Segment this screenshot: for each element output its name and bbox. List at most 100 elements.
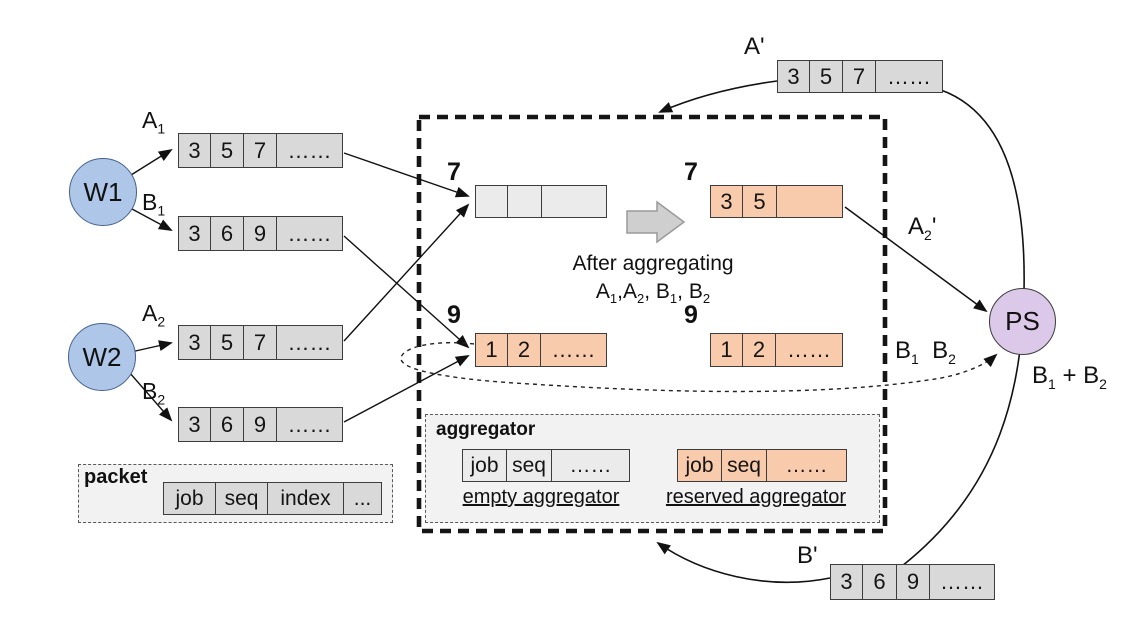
arrow-b2-to-aggregator9 (343, 355, 470, 423)
aggregator-legend-title: aggregator (436, 419, 536, 440)
packet-legend-title: packet (84, 466, 148, 488)
seg: B (918, 337, 949, 364)
cell: …… (876, 60, 943, 93)
label-a-prime: A' (744, 33, 765, 60)
cell: 2 (743, 333, 776, 367)
label-a1: A1 (142, 107, 165, 137)
cap-seg: 2 (637, 291, 645, 307)
cell: 5 (211, 325, 244, 360)
worker-node-w2: W2 (68, 323, 136, 391)
seg: ' (931, 213, 937, 240)
cap-seg: 1 (669, 291, 678, 307)
aggregator7-before-row (475, 185, 607, 218)
seg: A (908, 213, 925, 240)
arrow-w2-to-b2 (128, 371, 173, 422)
cell: …… (552, 449, 630, 482)
cell: 5 (810, 60, 843, 93)
cell: …… (277, 325, 343, 360)
cell: 6 (863, 564, 897, 600)
worker-w1-label: W1 (83, 176, 123, 207)
slot9-before-number: 9 (447, 301, 461, 329)
cell: 1 (475, 333, 508, 367)
packet-row-a1: 3 5 7 …… (178, 133, 343, 168)
packet-legend-row: job seq index ... (163, 482, 382, 515)
aggregated-tensors-caption: A1,A2, B1, B2 (535, 280, 771, 306)
seg: B (895, 337, 912, 364)
label-b2-base: B (142, 378, 158, 404)
slot9-after-number: 9 (684, 301, 698, 329)
cell: 6 (211, 216, 244, 251)
cell: job (677, 449, 722, 482)
reserved-aggregator-caption: reserved aggregator (665, 486, 847, 508)
cap-seg: 1 (609, 291, 618, 307)
label-b2-sub: 2 (157, 391, 166, 408)
seg: + B (1055, 362, 1100, 389)
aggregator9-after-row: 1 2 …… (710, 333, 843, 367)
arrow-bprime-into-switch (656, 541, 831, 584)
aggregator7-after-row: 3 5 (710, 185, 843, 218)
packet-row-a2: 3 5 7 …… (178, 325, 343, 360)
ps-label: PS (1005, 306, 1040, 336)
arrow-a2-to-aggregator7 (343, 203, 470, 342)
worker-w2-label: W2 (82, 341, 122, 372)
arrow-w1-to-b1 (131, 208, 173, 231)
label-a2-sub: 2 (157, 313, 166, 330)
arrow-b1-to-aggregator9 (343, 235, 470, 349)
label-b1-sub: 1 (157, 202, 166, 219)
cap-seg: ,A (617, 280, 637, 303)
cell: …… (541, 333, 607, 367)
seg: B (1032, 362, 1049, 389)
cell: …… (277, 133, 343, 168)
cell: …… (277, 407, 343, 442)
cell (508, 185, 542, 218)
cell: index (268, 482, 344, 515)
cell: 7 (244, 133, 277, 168)
cell: 9 (244, 216, 277, 251)
cell: 3 (710, 185, 743, 218)
cell: …… (930, 564, 995, 600)
label-a1-base: A (142, 107, 158, 133)
cell: 3 (178, 216, 211, 251)
arrow-w2-to-a2 (130, 340, 173, 353)
dotted-b1b2-to-ps-curve (400, 342, 998, 393)
label-b1-plus-b2: B1 + B2 (1032, 362, 1107, 392)
label-a2: A2 (142, 300, 165, 330)
slot7-after-number: 7 (684, 158, 698, 186)
cell: seq (722, 449, 767, 482)
cell: 3 (178, 325, 211, 360)
empty-aggregator-caption: empty aggregator (462, 486, 620, 508)
cell: 3 (178, 407, 211, 442)
packet-row-b2: 3 6 9 …… (178, 407, 343, 442)
cell: job (163, 482, 216, 515)
cell: 7 (244, 325, 277, 360)
cell: 3 (830, 564, 863, 600)
cell: 9 (244, 407, 277, 442)
cap-seg: 2 (702, 291, 711, 307)
label-b2: B2 (142, 378, 165, 408)
cell: 5 (211, 133, 244, 168)
cell: 3 (777, 60, 810, 93)
reserved-aggregator-legend-row: job seq …… (677, 449, 847, 482)
arrow-a1-to-aggregator7 (343, 152, 470, 198)
after-aggregating-caption: After aggregating (572, 252, 734, 275)
arrow-w1-to-a1 (130, 148, 173, 176)
cell: 2 (508, 333, 541, 367)
after-aggregating-block-arrow-icon (626, 200, 686, 244)
seg: 2 (924, 226, 932, 243)
cap-seg: , B (644, 280, 670, 303)
cell: ... (344, 482, 382, 515)
cell: seq (216, 482, 268, 515)
cell (542, 185, 607, 218)
arrow-a2prime-to-ps (844, 206, 988, 313)
label-b1: B1 (142, 189, 165, 219)
cell: …… (776, 333, 843, 367)
cell: 9 (897, 564, 930, 600)
aggregator9-before-row: 1 2 …… (475, 333, 607, 367)
cell: 7 (843, 60, 876, 93)
packet-row-b1: 3 6 9 …… (178, 216, 343, 251)
arrow-aprime-into-switch (658, 80, 778, 113)
seg: 2 (1099, 375, 1107, 392)
label-b1-base: B (142, 189, 158, 215)
